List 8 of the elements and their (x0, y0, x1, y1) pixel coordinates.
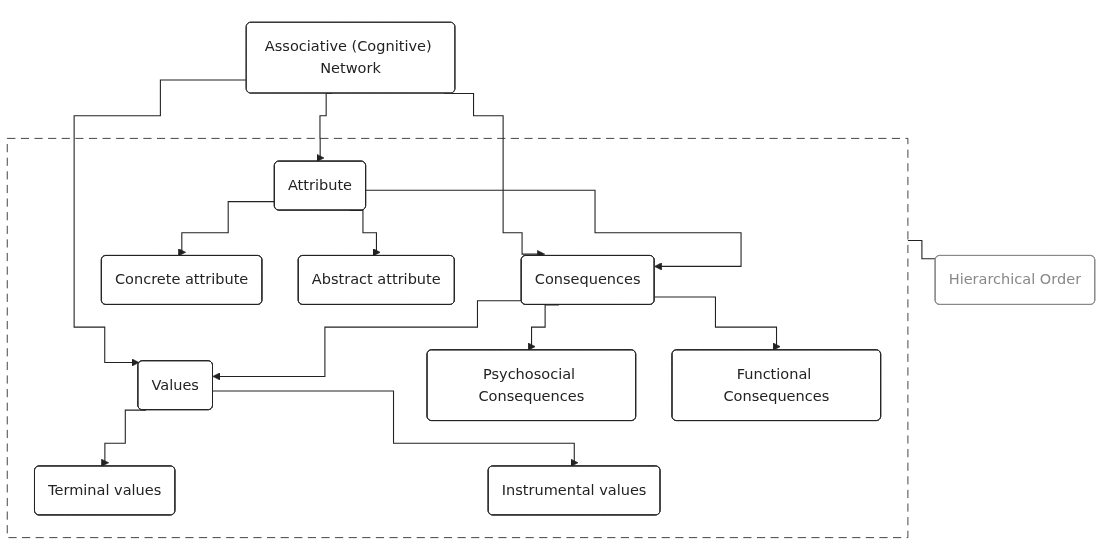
arrow (212, 390, 579, 467)
arrow (212, 299, 523, 380)
connector (907, 239, 937, 259)
arrow (365, 189, 742, 270)
arrow (178, 200, 276, 256)
arrow (73, 79, 248, 367)
cluster (6, 137, 909, 538)
arrow (654, 296, 781, 351)
